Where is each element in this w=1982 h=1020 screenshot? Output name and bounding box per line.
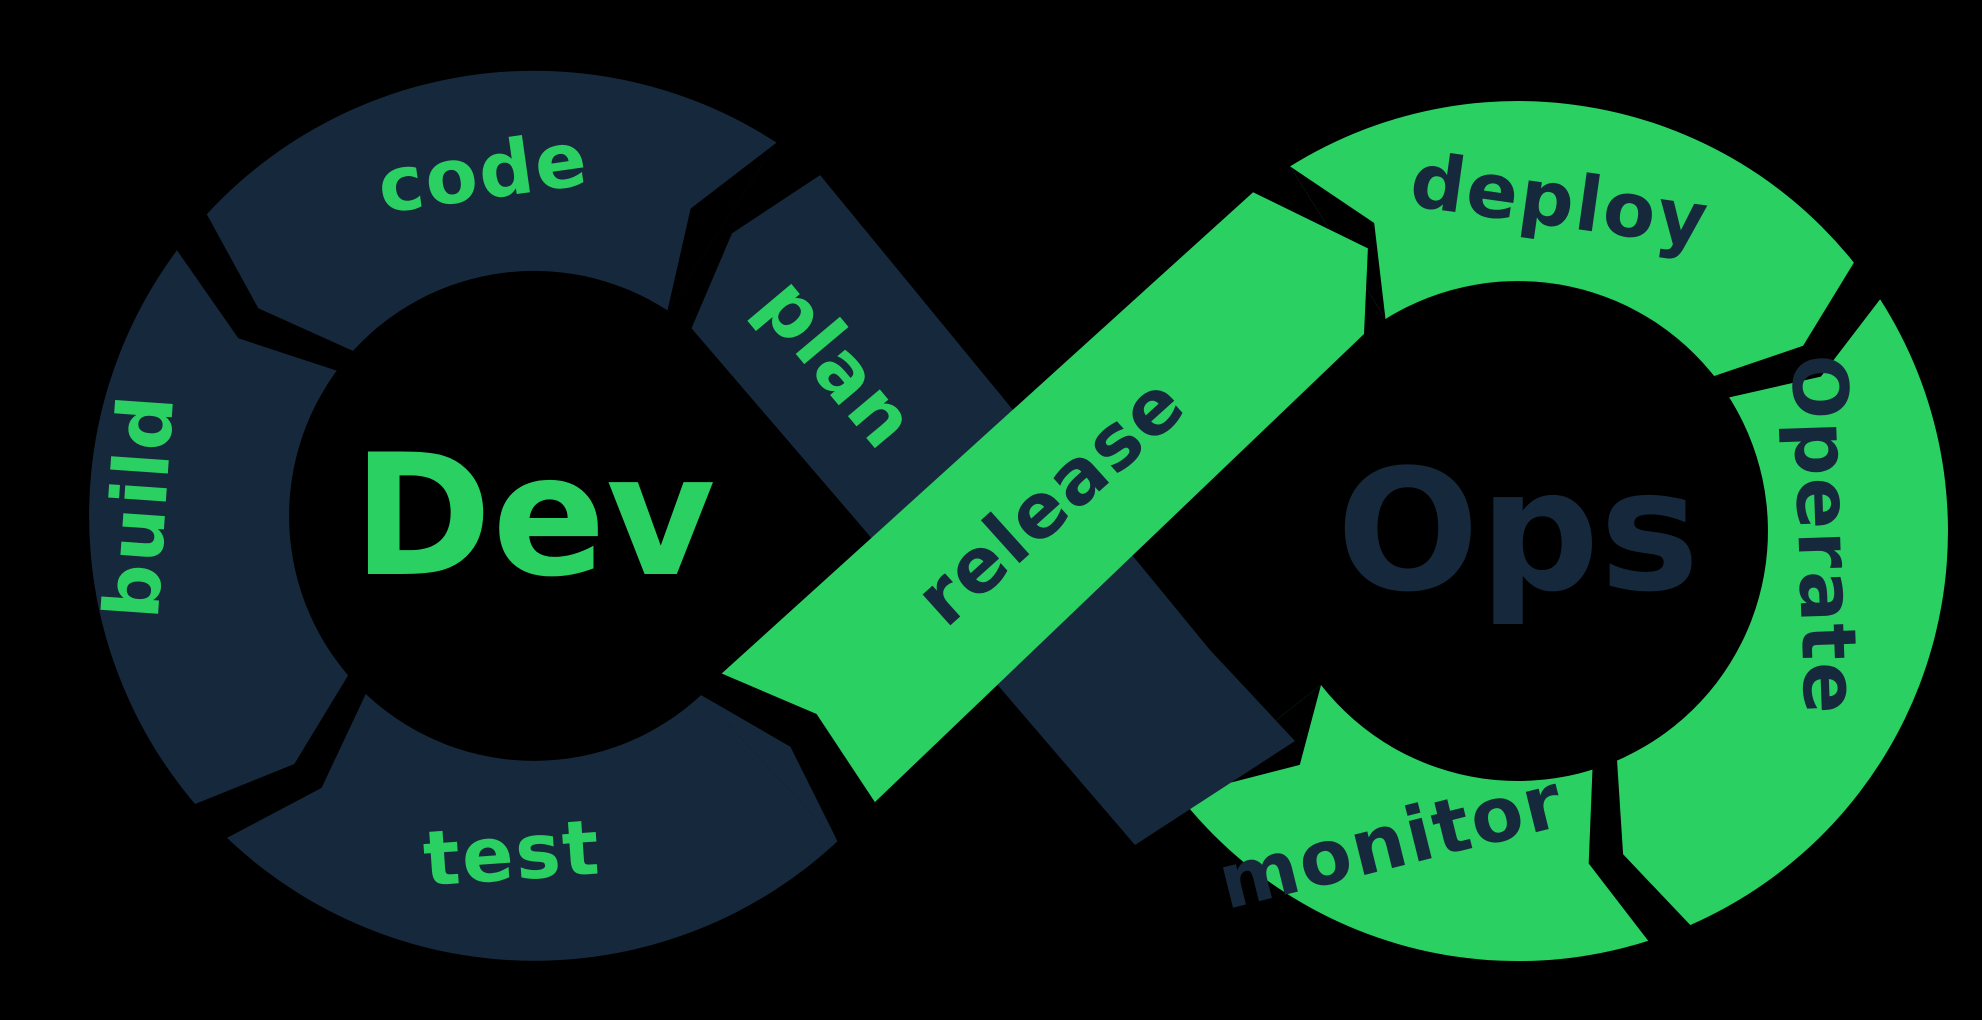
test-arrowhead <box>701 695 838 842</box>
arrow-gap-test-build <box>187 668 370 842</box>
release-ribbon <box>721 192 1368 803</box>
stage-label-test: test <box>420 802 603 903</box>
dev-label: Dev <box>353 418 716 614</box>
arrow-gap-operate-monitor <box>1588 752 1697 948</box>
arrow-gap-deploy-operate <box>1706 255 1886 400</box>
ops-ring <box>1179 101 1948 962</box>
arrow-gap-build-code <box>172 207 361 374</box>
notch-code-start <box>667 142 777 311</box>
ops-label: Ops <box>1336 433 1699 629</box>
dev-loop <box>89 70 838 961</box>
dev-ring <box>89 70 838 961</box>
stage-label-operate: Operate <box>1774 353 1876 717</box>
stage-label-build: build <box>87 391 191 622</box>
